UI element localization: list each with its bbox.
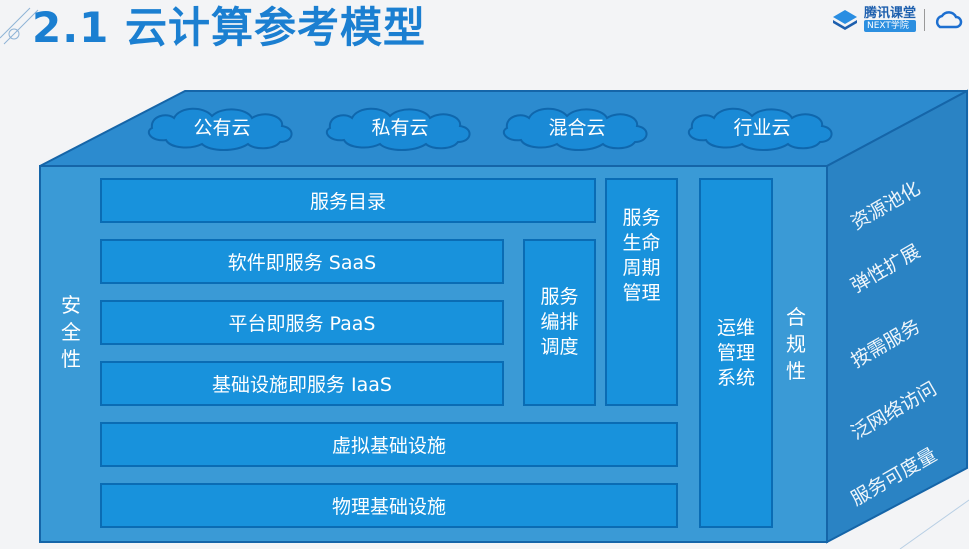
column-text: 调度 bbox=[540, 336, 579, 358]
layer-physical-infrastructure: 物理基础设施 bbox=[100, 483, 678, 528]
column-text: 周期 bbox=[622, 257, 661, 279]
layer-paas: 平台即服务 PaaS bbox=[100, 300, 504, 345]
column-text: 服务 bbox=[540, 286, 579, 308]
cloud-shape bbox=[502, 107, 648, 151]
compliance-char: 合 bbox=[786, 305, 806, 329]
brand-name: 腾讯课堂 bbox=[863, 6, 916, 21]
brand-sub: NEXT学院 bbox=[863, 20, 916, 32]
column-text: 运维 bbox=[716, 316, 755, 339]
column-text: 编排 bbox=[540, 311, 579, 333]
compliance-label: 合 规 性 bbox=[783, 304, 809, 385]
brand-separator bbox=[924, 9, 925, 31]
cube-front-face bbox=[39, 165, 828, 543]
tencent-classroom-icon bbox=[832, 10, 857, 30]
cloud-shape bbox=[147, 107, 293, 151]
column-text: 系统 bbox=[716, 366, 755, 389]
column-text: 生命 bbox=[622, 232, 661, 254]
compliance-char: 性 bbox=[786, 359, 806, 383]
cloud-shape bbox=[687, 107, 833, 151]
column-lifecycle: 服务 生命 周期 管理 bbox=[605, 178, 678, 406]
security-char: 全 bbox=[61, 320, 81, 344]
page-title: 2.1 云计算参考模型 bbox=[32, 3, 427, 52]
cloud-shape bbox=[325, 107, 471, 151]
column-ops-management: 运维 管理 系统 bbox=[699, 178, 773, 528]
cloud-private: 私有云 bbox=[371, 117, 429, 139]
column-text: 管理 bbox=[622, 282, 661, 304]
cloud-public: 公有云 bbox=[193, 117, 251, 139]
column-text: 服务 bbox=[622, 207, 661, 229]
brand-logo: 腾讯课堂 NEXT学院 bbox=[832, 6, 963, 34]
cloud-logo-icon bbox=[935, 11, 963, 29]
compliance-char: 规 bbox=[786, 332, 806, 356]
security-char: 性 bbox=[61, 347, 81, 371]
cloud-industry: 行业云 bbox=[733, 117, 791, 139]
security-char: 安 bbox=[61, 293, 81, 317]
column-text: 管理 bbox=[716, 341, 755, 364]
security-label: 安 全 性 bbox=[58, 292, 84, 373]
layer-virtual-infrastructure: 虚拟基础设施 bbox=[100, 422, 678, 467]
layer-iaas: 基础设施即服务 IaaS bbox=[100, 361, 504, 406]
cloud-hybrid: 混合云 bbox=[548, 117, 606, 139]
column-orchestration: 服务 编排 调度 bbox=[523, 239, 596, 406]
layer-service-catalog: 服务目录 bbox=[100, 178, 596, 223]
layer-saas: 软件即服务 SaaS bbox=[100, 239, 504, 284]
